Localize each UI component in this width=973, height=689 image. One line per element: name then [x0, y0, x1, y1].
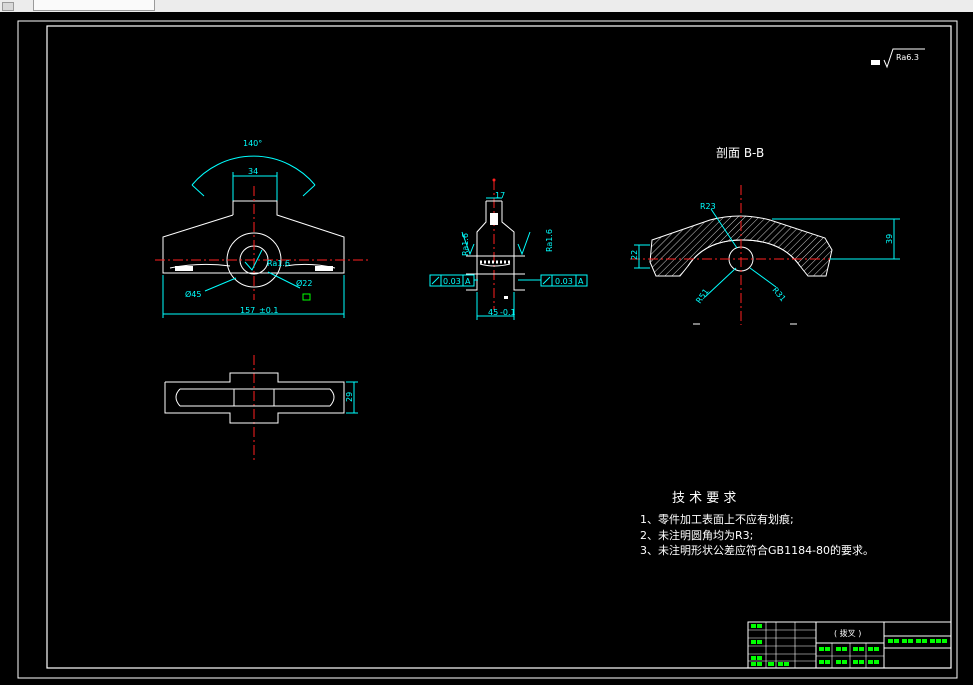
- cad-drawing-area[interactable]: Ra6.3 140° 34 Ra1.6 Ø45 Ø22: [0, 12, 973, 685]
- dia-22-label: Ø22: [296, 278, 312, 288]
- section-r51-label: R51: [694, 287, 710, 305]
- side-ra-left-label: Ra1.6: [461, 233, 470, 256]
- top-view: 29: [164, 355, 358, 462]
- section-r23-label: R23: [700, 202, 716, 211]
- side-view: 17 Ra1.6 Ra1.6 0.03 A 0.03 A 45: [429, 178, 588, 320]
- roughness-symbol: Ra6.3: [871, 48, 925, 69]
- front-view: 140° 34 Ra1.6 Ø45 Ø22 157 ±0.1: [155, 139, 370, 318]
- section-view: 剖面 B-B R23 R51 R31 39 22: [630, 146, 900, 325]
- side-tol-left-ref: A: [465, 277, 471, 286]
- side-tol-right-value: 0.03: [555, 277, 573, 286]
- tech-requirement-3: 3、未注明形状公差应符合GB1184-80的要求。: [640, 543, 874, 557]
- document-tab[interactable]: [33, 0, 155, 11]
- side-ra-right-label: Ra1.6: [545, 229, 554, 252]
- width-157-tolerance: ±0.1: [259, 306, 278, 315]
- angle-140-label: 140°: [243, 139, 262, 148]
- title-block-part-name: ( 拨叉 ): [834, 628, 861, 638]
- tech-requirements-title: 技 术 要 求: [672, 491, 736, 506]
- width-45-tolerance: -0.1: [500, 308, 516, 317]
- front-roughness-label: Ra1.6: [267, 259, 290, 268]
- width-157-label: 157: [240, 306, 255, 315]
- tech-requirement-2: 2、未注明圆角均为R3;: [640, 528, 753, 542]
- width-45-label: 45: [488, 308, 498, 317]
- width-17-label: 17: [495, 191, 505, 200]
- section-r31-label: R31: [770, 286, 787, 304]
- section-h39-label: 39: [885, 234, 894, 244]
- roughness-symbol-label: Ra6.3: [896, 53, 919, 62]
- datum-box: [302, 293, 311, 301]
- tech-requirement-1: 1、零件加工表面上不应有划痕;: [640, 512, 794, 526]
- inner-frame: [46, 25, 952, 669]
- height-29-label: 29: [345, 392, 354, 402]
- width-34-label: 34: [248, 167, 258, 176]
- section-h22-label: 22: [630, 250, 639, 260]
- outer-frame: [17, 20, 958, 679]
- tech-requirements: 技 术 要 求 1、零件加工表面上不应有划痕; 2、未注明圆角均为R3; 3、未…: [640, 491, 874, 557]
- side-tol-right-ref: A: [578, 277, 584, 286]
- cad-drawing: Ra6.3 140° 34 Ra1.6 Ø45 Ø22: [17, 20, 958, 679]
- dia-45-label: Ø45: [185, 289, 201, 299]
- side-tol-left-value: 0.03: [443, 277, 461, 286]
- section-title: 剖面 B-B: [716, 146, 764, 160]
- window-icon: [2, 2, 14, 11]
- title-block: ( 拨叉 ): [747, 621, 952, 669]
